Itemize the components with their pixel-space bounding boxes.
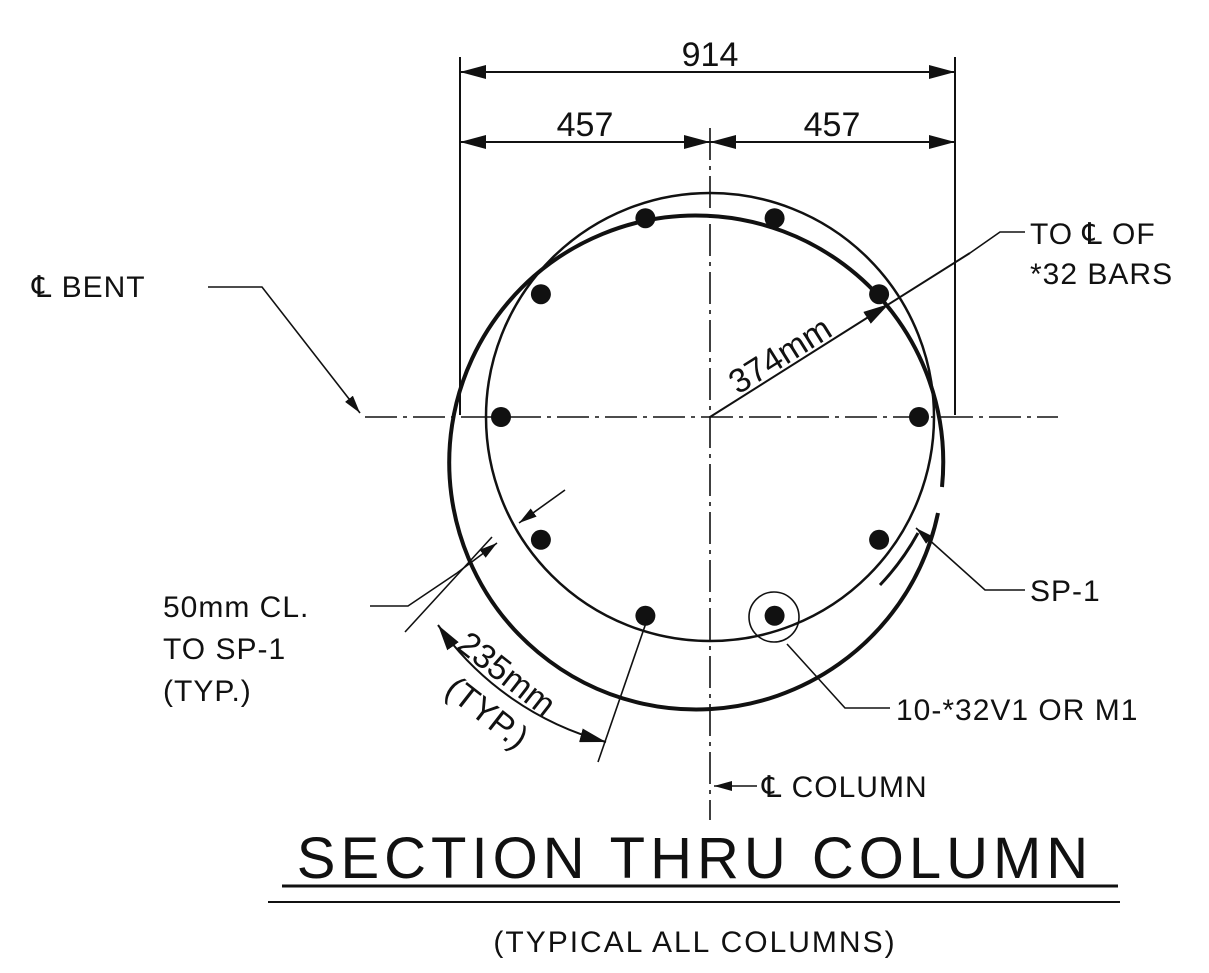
rebar-dot <box>530 284 551 305</box>
title-block: SECTION THRU COLUMN (TYPICAL ALL COLUMNS… <box>268 826 1120 959</box>
cl-column-note: ℄ COLUMN <box>714 771 928 804</box>
column-outer-circle <box>447 213 946 712</box>
bars-centerline-note: TO ℄ OF *32 BARS <box>969 218 1173 291</box>
clear-cover-note: 50mm CL. TO SP-1 (TYP.) <box>163 489 566 708</box>
dimension-right-half-label: 457 <box>804 106 861 144</box>
clear-cover-line1: 50mm CL. <box>163 591 309 624</box>
rebar-dot <box>635 605 656 626</box>
cl-bent-note: ℄ BENT <box>31 271 361 414</box>
cl-bent-label: ℄ BENT <box>31 271 146 304</box>
clear-cover-line2: TO SP-1 <box>163 633 286 666</box>
rebar-dot <box>764 605 785 626</box>
rebar-dot <box>764 208 785 229</box>
dimension-left-half-label: 457 <box>557 106 614 144</box>
column-section <box>447 191 946 712</box>
sp1-note: SP-1 <box>915 527 1101 608</box>
rebar-group <box>491 208 929 626</box>
dimension-overall: 914 <box>460 36 955 79</box>
radius-label: 374mm <box>722 309 838 401</box>
column-inner-circle <box>484 191 936 643</box>
radius-dimension: 374mm <box>709 252 971 418</box>
sp1-label: SP-1 <box>1030 575 1101 608</box>
main-bars-label: 10-*32V1 OR M1 <box>896 694 1138 727</box>
dimension-halves: 457 457 <box>460 106 955 149</box>
rebar-dot <box>869 284 890 305</box>
rebar-dot <box>909 407 929 427</box>
bar-callout-circle <box>748 591 800 643</box>
main-bars-note: 10-*32V1 OR M1 <box>786 643 1138 727</box>
bar-spacing-dimension: 235mm (TYP.) <box>404 536 648 763</box>
rebar-dot <box>530 529 551 550</box>
cl-column-label: ℄ COLUMN <box>761 771 928 804</box>
rebar-dot <box>635 208 656 229</box>
clear-cover-line3: (TYP.) <box>163 675 252 708</box>
dimension-overall-label: 914 <box>682 36 739 74</box>
rebar-dot <box>491 407 511 427</box>
bars-32-label: *32 BARS <box>1030 258 1173 291</box>
rebar-dot <box>869 529 890 550</box>
section-subtitle: (TYPICAL ALL COLUMNS) <box>493 926 896 959</box>
extension-lines <box>459 57 956 415</box>
section-title: SECTION THRU COLUMN <box>297 826 1093 891</box>
to-cl-of-label: TO ℄ OF <box>1030 218 1156 251</box>
